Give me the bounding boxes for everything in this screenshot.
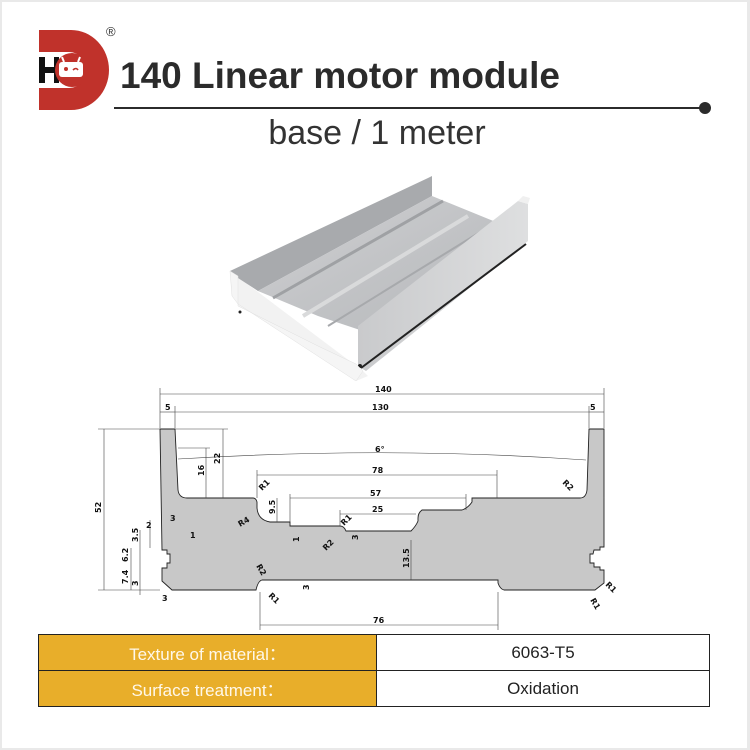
product-render-image xyxy=(229,176,530,381)
svg-text:130: 130 xyxy=(372,403,389,412)
svg-text:76: 76 xyxy=(373,616,385,625)
svg-text:R1: R1 xyxy=(339,512,354,527)
svg-text:1: 1 xyxy=(190,531,196,540)
svg-text:3: 3 xyxy=(131,580,140,586)
svg-text:3.5: 3.5 xyxy=(131,527,140,542)
spec-row-material: Texture of material： 6063-T5 xyxy=(38,634,710,671)
svg-text:3: 3 xyxy=(162,594,168,603)
svg-text:13.5: 13.5 xyxy=(402,548,411,568)
svg-text:5: 5 xyxy=(590,403,596,412)
svg-text:3: 3 xyxy=(351,534,360,540)
svg-text:R1: R1 xyxy=(604,580,619,595)
title-underline xyxy=(114,107,706,109)
svg-text:R1: R1 xyxy=(257,477,272,492)
page-subtitle: base / 1 meter xyxy=(0,114,750,153)
svg-text:7.4: 7.4 xyxy=(121,569,130,584)
page-title: 140 Linear motor module xyxy=(120,55,560,96)
svg-text:140: 140 xyxy=(375,385,392,394)
svg-text:2: 2 xyxy=(146,521,152,530)
svg-text:57: 57 xyxy=(370,489,381,498)
spec-value: 6063-T5 xyxy=(376,634,710,671)
svg-text:9.5: 9.5 xyxy=(268,499,277,514)
spec-table: Texture of material： 6063-T5 Surface tre… xyxy=(38,634,710,707)
svg-text:25: 25 xyxy=(372,505,384,514)
subtitle-text: base / 1 meter xyxy=(268,114,486,152)
underline-end-dot xyxy=(699,102,711,114)
svg-text:R1: R1 xyxy=(267,591,282,606)
robot-face-icon xyxy=(59,62,83,77)
svg-text:16: 16 xyxy=(197,464,206,476)
spec-label: Texture of material： xyxy=(38,634,377,671)
svg-text:52: 52 xyxy=(94,502,103,513)
svg-text:R2: R2 xyxy=(561,478,576,493)
svg-text:1: 1 xyxy=(292,536,301,542)
cross-section-drawing: 140 130 5 5 6° 78 57 25 76 52 16 22 9.5 … xyxy=(94,385,619,630)
svg-text:22: 22 xyxy=(213,453,222,464)
svg-text:5: 5 xyxy=(165,403,171,412)
registered-mark: ® xyxy=(106,24,116,39)
svg-text:6°: 6° xyxy=(375,445,385,454)
spec-row-surface: Surface treatment： Oxidation xyxy=(38,670,710,707)
svg-text:78: 78 xyxy=(372,466,384,475)
svg-text:3: 3 xyxy=(302,584,311,590)
svg-text:R1: R1 xyxy=(588,597,602,612)
spec-label: Surface treatment： xyxy=(38,670,377,707)
brand-logo xyxy=(39,30,109,110)
svg-text:3: 3 xyxy=(170,514,176,523)
spec-value: Oxidation xyxy=(376,670,710,707)
svg-text:6.2: 6.2 xyxy=(121,548,130,562)
profile-outline xyxy=(159,428,605,591)
